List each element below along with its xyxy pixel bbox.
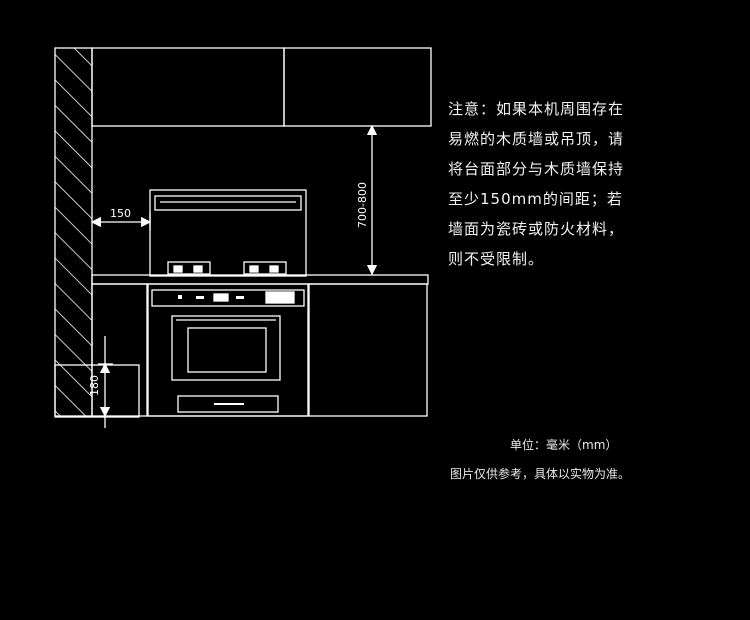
note-line-3: 将台面部分与木质墙保持 (448, 160, 625, 178)
upper-cabinet-left (91, 47, 285, 127)
note-line-6: 则不受限制。 (448, 250, 545, 268)
wall-base-block (54, 364, 140, 418)
note-line-1: 注意：如果本机周围存在 (448, 100, 625, 118)
lower-cabinet-left (91, 283, 148, 417)
unit-label: 单位：毫米（mm） (510, 438, 618, 452)
lower-cabinet-right (308, 283, 428, 417)
note-line-5: 墙面为瓷砖或防火材料， (448, 220, 625, 238)
control-panel (151, 289, 305, 307)
oven-door (171, 315, 281, 381)
oven-window (187, 327, 267, 373)
note-line-2: 易燃的木质墙或吊顶，请 (448, 130, 625, 148)
disclaimer: 图片仅供参考，具体以实物为准。 (450, 467, 631, 481)
note-line-4: 至少150mm的间距；若 (448, 190, 623, 208)
dim-180-label: 180 (88, 375, 101, 396)
burner-right (243, 261, 287, 275)
range-hood (149, 189, 307, 277)
upper-cabinet-right (283, 47, 432, 127)
burner-left (167, 261, 211, 275)
hood-top-band (154, 195, 302, 211)
wall (54, 47, 93, 417)
stove-drawer (177, 395, 279, 413)
dim-700-800-label: 700-800 (356, 182, 369, 228)
dim-150-label: 150 (110, 207, 131, 220)
